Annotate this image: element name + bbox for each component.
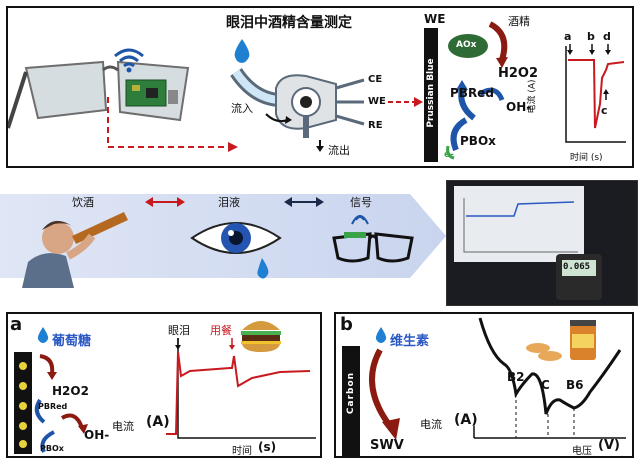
- electrode-re-label: RE: [368, 120, 383, 131]
- vitamin-pills-image: [526, 320, 596, 361]
- panel-a-letter: a: [10, 314, 23, 335]
- swv-label: SWV: [370, 438, 404, 453]
- panel-b-y-axis: 电流: [420, 418, 442, 431]
- top-title: 眼泪中酒精含量测定: [226, 15, 352, 31]
- signal-label: 信号: [350, 196, 372, 209]
- tears-label: 泪液: [218, 196, 240, 209]
- event-tears-label: 眼泪: [168, 324, 190, 337]
- panel-a-x-axis: 时间: [232, 446, 252, 457]
- top-x-axis-label: 时间 (s): [570, 153, 603, 163]
- peak-b6: B6: [566, 378, 584, 392]
- carbon-electrode: [342, 346, 360, 456]
- double-arrow-red: [145, 197, 185, 207]
- aox-label: AOx: [456, 40, 477, 50]
- dashed-flow-arrow: [107, 97, 238, 152]
- marker-b: b: [587, 30, 595, 43]
- meter-reading: 0.065: [563, 262, 591, 272]
- marker-d: d: [603, 30, 611, 43]
- outflow-label: 流出: [328, 144, 350, 157]
- glucose-response-chart: [166, 338, 316, 439]
- ethanol-response-chart: [565, 44, 626, 143]
- smart-glasses-image: [8, 40, 208, 140]
- person-drinking-image: [22, 212, 128, 288]
- we-arrow: [388, 97, 423, 107]
- drop-icon-b: [375, 327, 387, 343]
- pbox-top-label: PBOx: [460, 134, 496, 148]
- carbon-label: Carbon: [346, 371, 356, 415]
- prussian-blue-label: Prussian Blue: [426, 58, 436, 128]
- flow-cell-diagram: [230, 67, 365, 152]
- signal-glasses-image: [332, 215, 414, 263]
- panel-b-x-axis: 电压: [572, 446, 592, 457]
- redox-cycle-top: [446, 21, 508, 160]
- we-title: WE: [424, 12, 446, 26]
- electron-label: e-: [444, 150, 454, 160]
- oh-a-label: OH-: [84, 428, 110, 442]
- panel-a-x-unit: (s): [258, 440, 277, 454]
- oh-top-label: OH-: [506, 100, 532, 114]
- ethanol-label: 酒精: [508, 15, 530, 28]
- redox-cycle-a: [34, 354, 88, 453]
- panel-a-label: 葡萄糖: [52, 334, 92, 349]
- panel-b-letter: b: [340, 314, 353, 335]
- marker-a: a: [564, 30, 572, 43]
- panel-b-x-unit: (V): [598, 438, 620, 453]
- h2o2-a-label: H2O2: [52, 384, 89, 398]
- event-meal-label: 用餐: [210, 324, 232, 337]
- panel-a-y-unit: (A): [146, 414, 170, 430]
- pbred-a-label: PBRed: [38, 402, 68, 411]
- laptop-screen: [454, 186, 584, 262]
- vitamin-swv-chart: [473, 317, 626, 439]
- pbox-a-label: PBOx: [40, 444, 64, 453]
- swv-arrow: [369, 348, 400, 440]
- tear-drop-icon: [234, 39, 250, 63]
- peak-b2: B2: [507, 370, 525, 384]
- inflow-label: 流入: [231, 102, 253, 115]
- wifi-icon: [114, 48, 144, 73]
- burger-icon: [241, 321, 281, 352]
- prussian-blue-electrode: [424, 28, 438, 162]
- drop-icon-a: [37, 327, 49, 343]
- top-y-axis-label: 电流 (A): [527, 79, 538, 114]
- alcohol-meter: [556, 254, 602, 300]
- double-arrow-navy: [284, 197, 324, 207]
- peak-c: C: [541, 378, 550, 392]
- h2o2-top-label: H2O2: [498, 66, 539, 81]
- eye-image: [190, 222, 282, 279]
- panel-b-label: 维生素: [390, 334, 430, 349]
- drinking-label: 饮酒: [72, 196, 94, 209]
- pbred-top-label: PBRed: [450, 86, 494, 100]
- electrode-we-label: WE: [368, 96, 386, 107]
- enzyme-dots: [19, 362, 27, 448]
- electrode-ce-label: CE: [368, 74, 383, 85]
- marker-c: c: [601, 104, 608, 117]
- panel-b-y-unit: (A): [454, 412, 478, 428]
- panel-a-y-axis: 电流: [112, 420, 134, 433]
